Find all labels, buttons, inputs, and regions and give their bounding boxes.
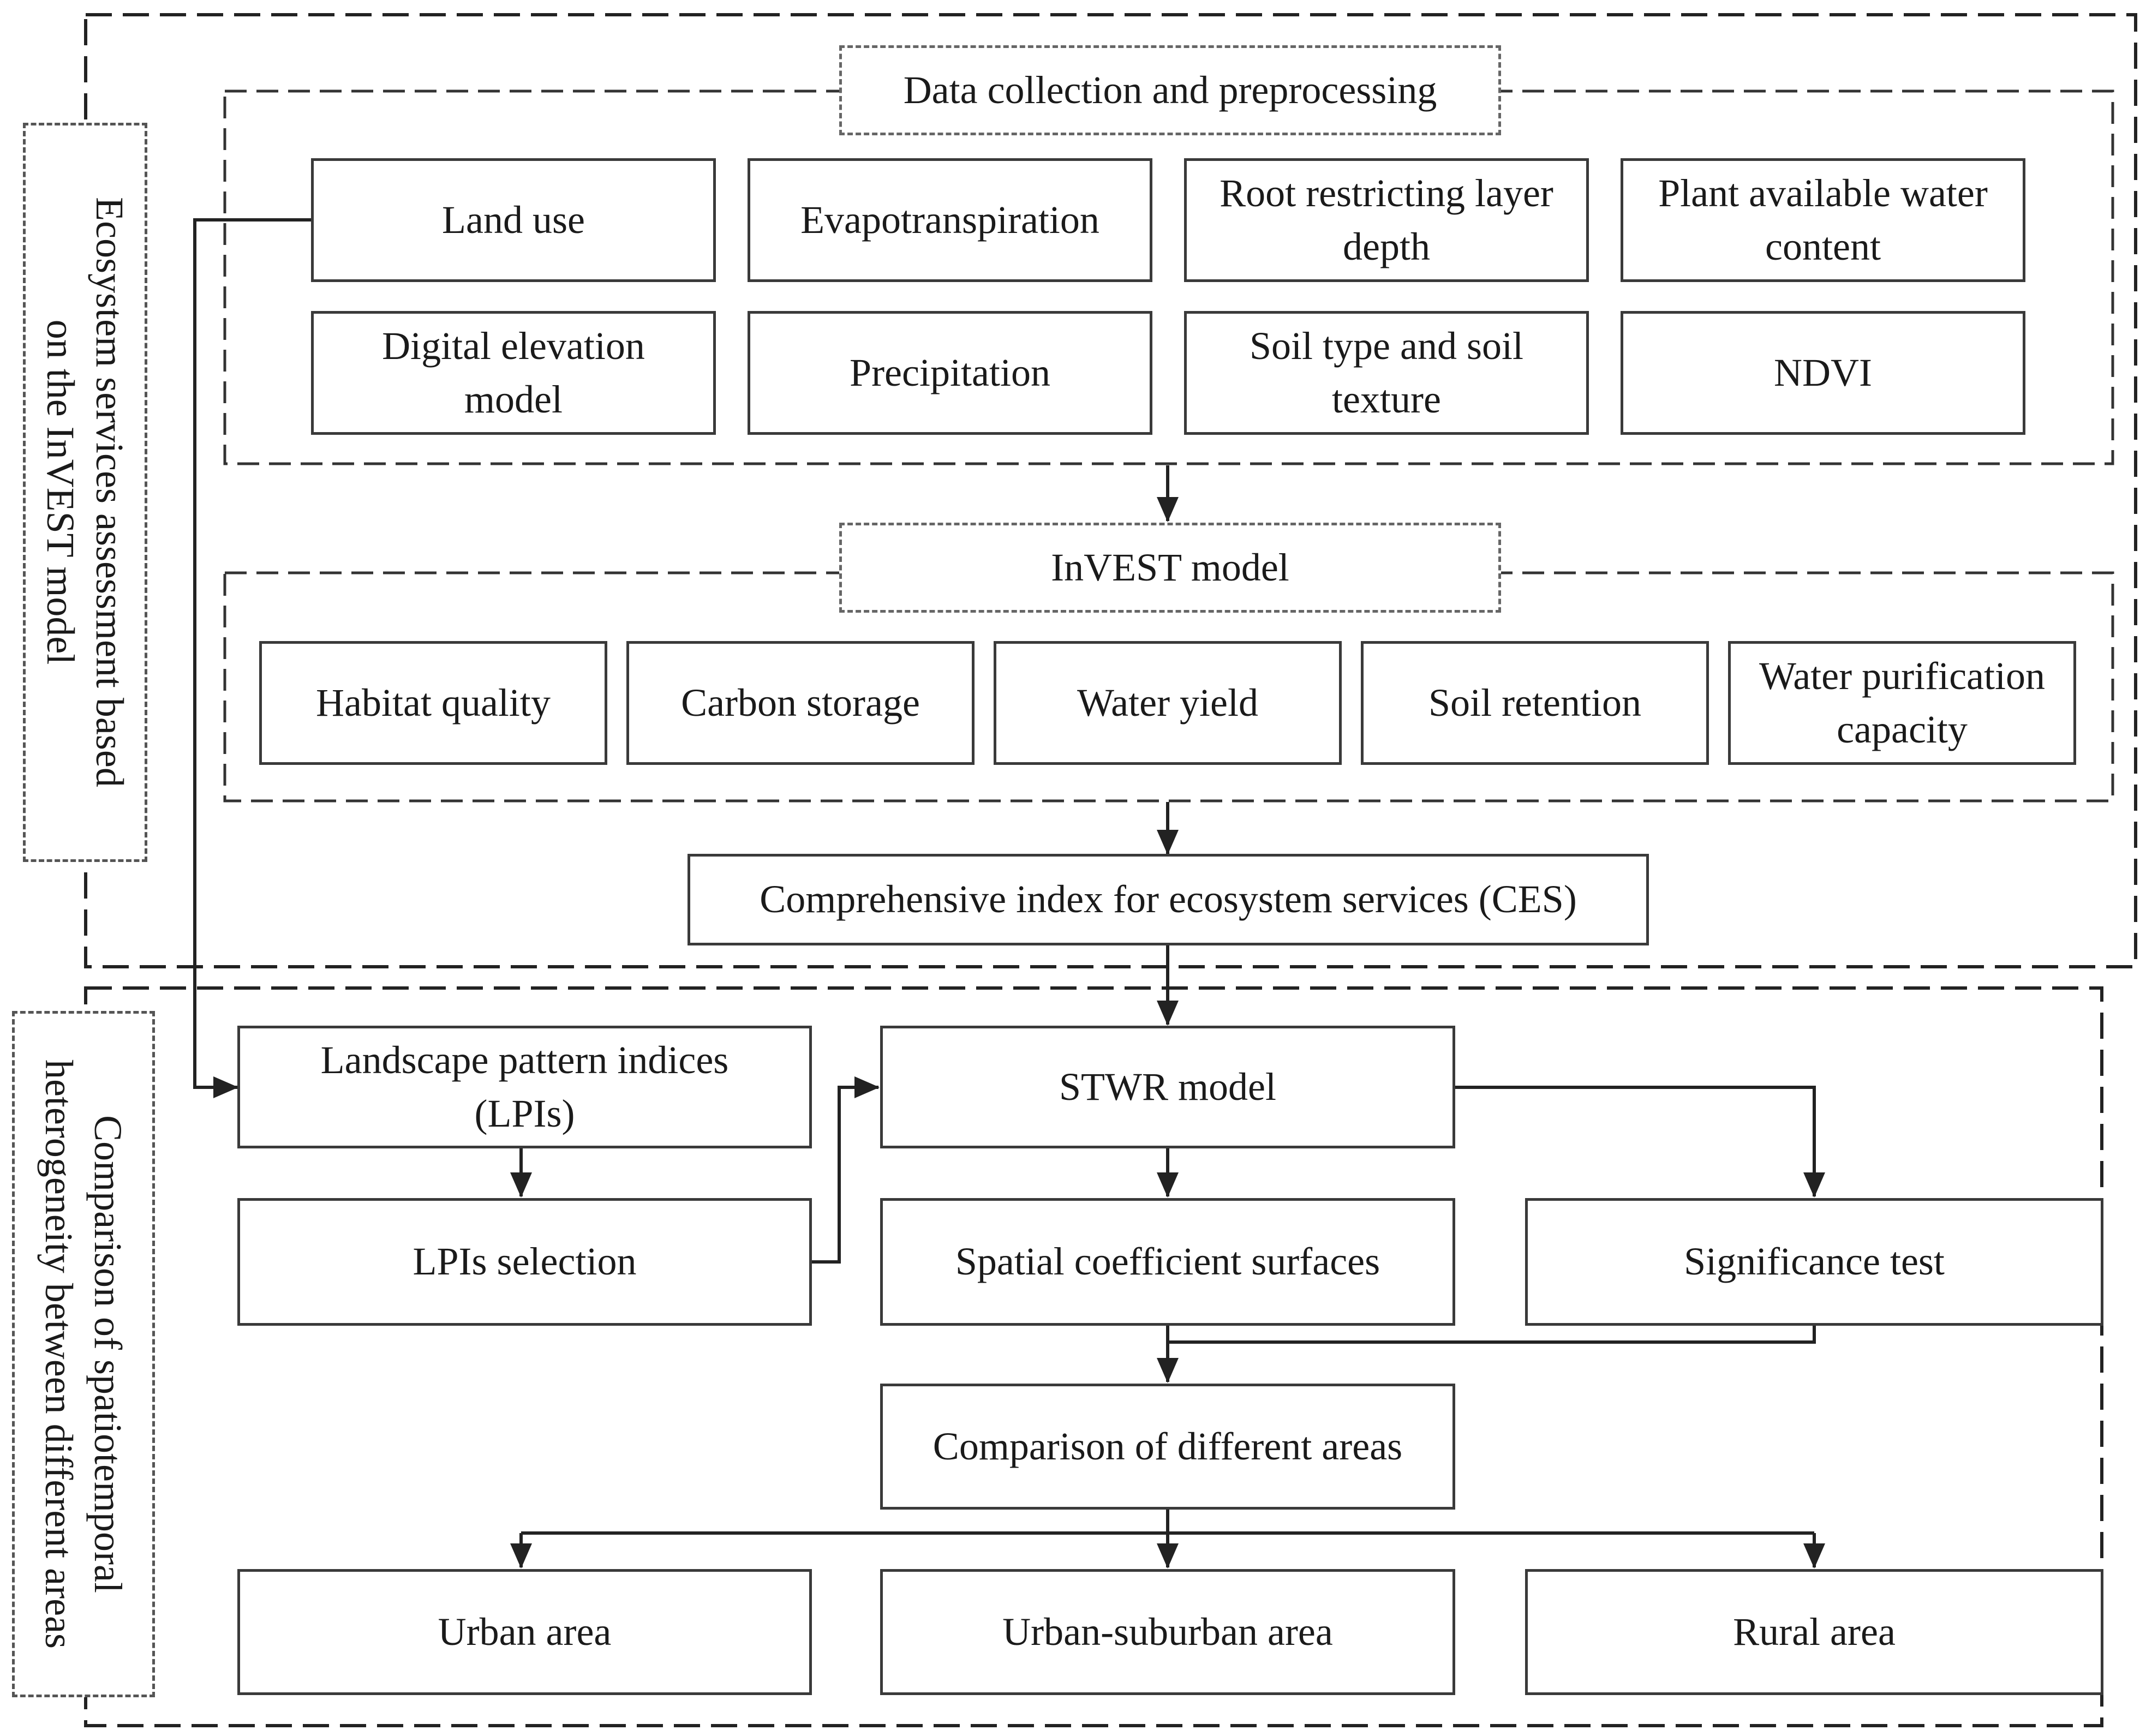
comparison-box: Comparison of different areas — [880, 1384, 1455, 1510]
spatial-coefficient-label: Spatial coefficient surfaces — [955, 1240, 1380, 1284]
urban-area-label: Urban area — [438, 1609, 612, 1654]
section1-side-label-line2: on the InVEST model — [39, 319, 82, 665]
rural-area-box: Rural area — [1525, 1569, 2103, 1695]
data-collection-title: Data collection and preprocessing — [839, 45, 1501, 135]
ces-box: Comprehensive index for ecosystem servic… — [688, 854, 1649, 945]
data-collection-title-text: Data collection and preprocessing — [903, 68, 1437, 112]
data-item-soil-type-line1: Soil type and soil — [1250, 324, 1523, 368]
data-item-evapotranspiration-label: Evapotranspiration — [800, 197, 1099, 242]
stwr-model-box: STWR model — [880, 1026, 1455, 1148]
invest-model-title: InVEST model — [839, 523, 1501, 613]
invest-item-water-purification-line1: Water purification — [1759, 654, 2045, 698]
spatial-coefficient-box: Spatial coefficient surfaces — [880, 1198, 1455, 1326]
invest-item-water-purification-line2: capacity — [1837, 707, 1968, 751]
invest-item-water-purification: Water purification capacity — [1728, 641, 2076, 765]
lpi-label-line1: Landscape pattern indices — [320, 1038, 729, 1082]
invest-item-water-yield-label: Water yield — [1077, 680, 1259, 725]
data-item-root-depth-line1: Root restricting layer — [1220, 171, 1553, 215]
data-item-soil-type-line2: texture — [1332, 377, 1441, 421]
line-significance-to-comparison — [1168, 1326, 1816, 1344]
data-item-plant-water-line2: content — [1765, 224, 1881, 268]
invest-model-title-text: InVEST model — [1051, 546, 1289, 590]
significance-test-box: Significance test — [1525, 1198, 2103, 1326]
data-item-root-restricting-layer-depth: Root restricting layer depth — [1184, 158, 1589, 282]
invest-item-soil-retention: Soil retention — [1361, 641, 1709, 765]
arrow-landuse-to-lpi — [193, 218, 311, 1098]
significance-test-label: Significance test — [1684, 1240, 1945, 1284]
ces-label: Comprehensive index for ecosystem servic… — [760, 877, 1577, 921]
invest-item-carbon-storage-label: Carbon storage — [681, 680, 920, 725]
data-item-precipitation-label: Precipitation — [850, 350, 1050, 394]
arrow-selection-to-stwr — [812, 1076, 880, 1264]
data-item-digital-elevation-model: Digital elevation model — [311, 311, 716, 435]
stwr-model-label: STWR model — [1059, 1064, 1276, 1109]
arrow-stwr-to-significance — [1455, 1086, 1825, 1198]
invest-item-habitat-quality-label: Habitat quality — [316, 680, 551, 725]
data-item-plant-available-water: Plant available water content — [1621, 158, 2025, 282]
lpi-selection-box: LPIs selection — [237, 1198, 812, 1326]
data-item-root-depth-line2: depth — [1343, 224, 1430, 268]
data-item-soil-type: Soil type and soil texture — [1184, 311, 1589, 435]
data-item-dem-line2: model — [464, 377, 563, 421]
rural-area-label: Rural area — [1733, 1609, 1896, 1654]
data-group-frame — [223, 89, 2114, 465]
section1-frame — [84, 13, 2137, 968]
invest-item-habitat-quality: Habitat quality — [259, 641, 607, 765]
data-item-precipitation: Precipitation — [748, 311, 1152, 435]
urban-suburban-area-box: Urban-suburban area — [880, 1569, 1455, 1695]
section1-side-label-text: Ecosystem services assessment based on t… — [36, 197, 134, 787]
data-item-plant-water-line1: Plant available water — [1658, 171, 1988, 215]
section2-side-label — [12, 1011, 155, 1697]
urban-suburban-area-label: Urban-suburban area — [1002, 1609, 1333, 1654]
section2-side-label-line1: Comparison of spatiotemporal — [86, 1115, 130, 1593]
section2-side-label-text: Comparison of spatiotemporal heterogenei… — [34, 1059, 133, 1649]
lpi-label-line2: (LPIs) — [474, 1091, 575, 1135]
lpi-selection-label: LPIs selection — [413, 1240, 637, 1284]
data-item-land-use: Land use — [311, 158, 716, 282]
data-item-dem-line1: Digital elevation — [382, 324, 645, 368]
comparison-label: Comparison of different areas — [932, 1424, 1403, 1468]
data-item-ndvi: NDVI — [1621, 311, 2025, 435]
invest-item-carbon-storage: Carbon storage — [626, 641, 975, 765]
urban-area-box: Urban area — [237, 1569, 812, 1695]
invest-item-water-yield: Water yield — [994, 641, 1342, 765]
section2-side-label-line2: heterogeneity between different areas — [37, 1059, 81, 1649]
data-item-land-use-label: Land use — [442, 197, 585, 242]
section1-side-label — [23, 123, 147, 862]
data-item-ndvi-label: NDVI — [1774, 350, 1872, 394]
data-item-evapotranspiration: Evapotranspiration — [748, 158, 1152, 282]
invest-item-soil-retention-label: Soil retention — [1428, 680, 1641, 725]
section1-side-label-line1: Ecosystem services assessment based — [88, 197, 131, 787]
invest-group-frame — [223, 571, 2114, 803]
lpi-box: Landscape pattern indices (LPIs) — [237, 1026, 812, 1148]
